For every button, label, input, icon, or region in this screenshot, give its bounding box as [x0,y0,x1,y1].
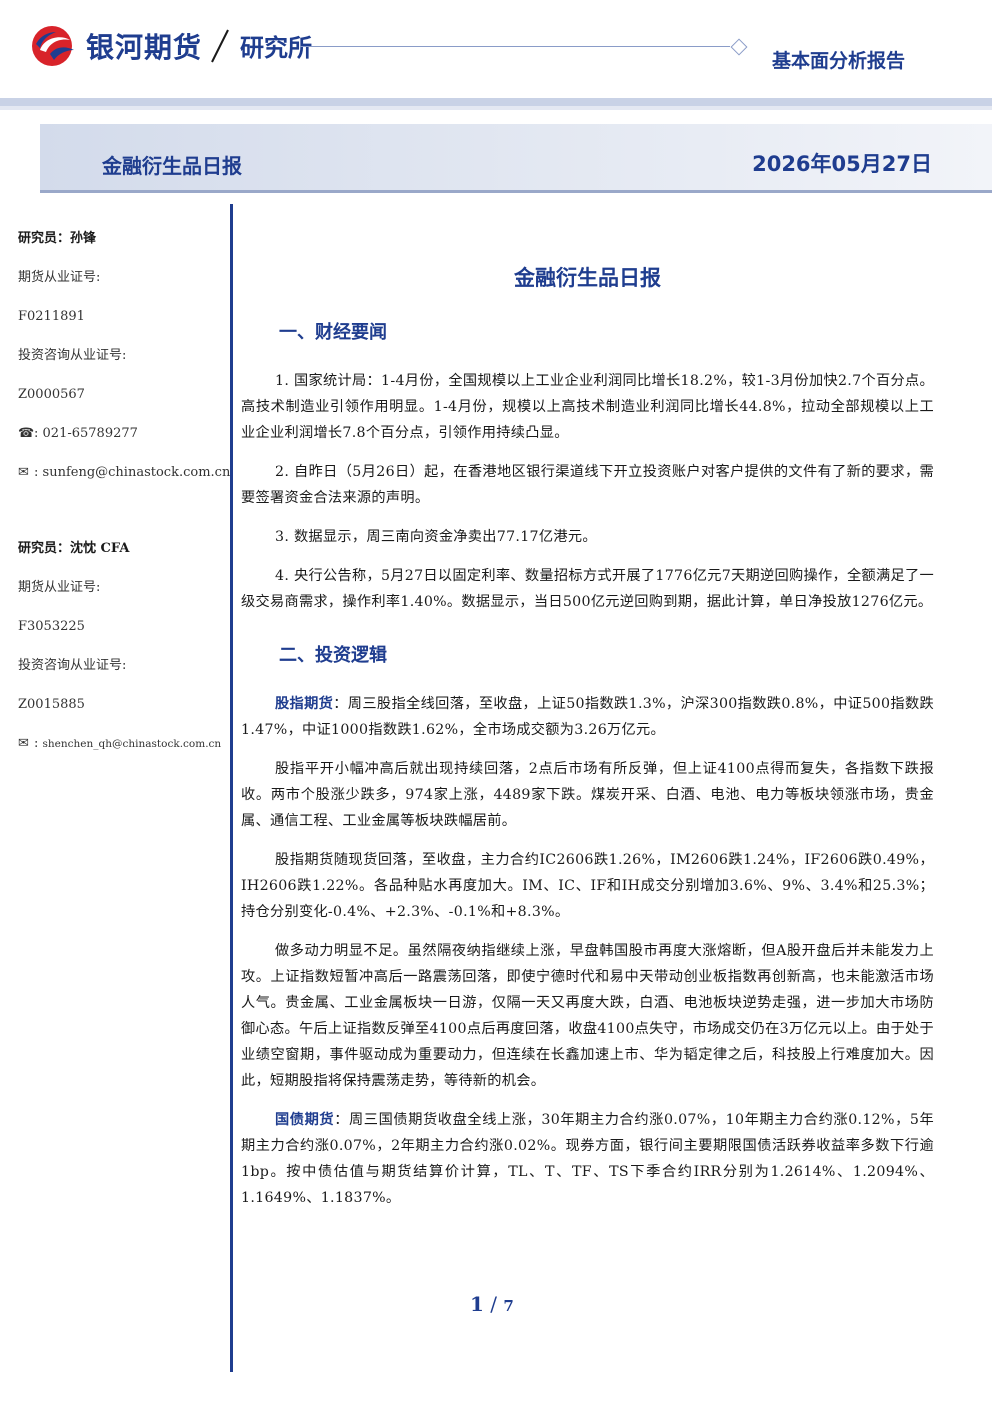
stock-futures-text: ：周三股指全线回落，至收盘，上证50指数跌1.3%，沪深300指数跌0.8%，中… [241,696,935,738]
analyst1-futures-cert-label: 期货从业证号: [18,270,101,285]
analyst-sidebar: 研究员：孙锋 期货从业证号: F0211891 投资咨询从业证号: Z00005… [18,228,230,772]
analyst1-phone: 021-65789277 [42,426,138,441]
page-separator: / [490,1292,498,1316]
analyst1-consult-cert-label: 投资咨询从业证号: [18,348,127,363]
header-band-light [0,106,992,110]
news-item: 1. 国家统计局：1-4月份，全国规模以上工业企业利润同比增长18.2%，较1-… [241,373,934,441]
analyst1-email-prefix: : [34,465,39,480]
analyst2-consult-cert-label: 投资咨询从业证号: [18,658,127,673]
main-title: 金融衍生品日报 [514,266,661,290]
company-name: 银河期货 [86,31,203,64]
phone-icon: ☎ [18,426,35,441]
analyst2-futures-cert: F3053225 [18,619,85,634]
stock-paragraph: 做多动力明显不足。虽然隔夜纳指继续上涨，早盘韩国股市再度大涨熔断，但A股开盘后并… [241,943,934,1089]
page-number: 1 / 7 [470,1292,514,1316]
email-icon: ✉ [18,465,29,480]
analyst2-consult-cert: Z0015885 [18,697,85,712]
analyst2-name: 研究员：沈忱 CFA [18,541,130,556]
analyst1-consult-cert: Z0000567 [18,387,85,402]
stock-futures-paragraph: 股指期货：周三股指全线回落，至收盘，上证50指数跌1.3%，沪深300指数跌0.… [241,691,934,743]
analyst1-name: 研究员：孙锋 [18,231,97,246]
analyst1-phone-row: ☎: 021-65789277 [18,423,230,462]
bond-futures-paragraph: 国债期货：周三国债期货收盘全线上涨，30年期主力合约涨0.07%，10年期主力合… [241,1107,934,1211]
analyst2-email-prefix: : [34,736,39,751]
bond-futures-text: ：周三国债期货收盘全线上涨，30年期主力合约涨0.07%，10年期主力合约涨0.… [241,1112,935,1206]
bond-futures-label: 国债期货 [275,1112,335,1128]
header-band [0,98,992,106]
stock-paragraph: 股指期货随现货回落，至收盘，主力合约IC2606跌1.26%，IM2606跌1.… [241,852,934,920]
analyst1-phone-prefix: : [34,426,39,441]
sidebar-divider [230,204,233,1372]
stock-futures-label: 股指期货 [275,696,334,712]
analyst2-email-row: ✉: shenchen_qh@chinastock.com.cn [18,733,230,772]
company-logo-icon [32,26,74,66]
stock-paragraph: 股指平开小幅冲高后就出现持续回落，2点后市场有所反弹，但上证4100点得而复失，… [241,761,934,829]
logo-divider-slash [211,29,229,63]
header-decor-line [300,46,730,47]
analyst1-email-row: ✉: sunfeng@chinastock.com.cn [18,462,230,501]
title-bar-underline [40,190,992,193]
analyst1-futures-cert: F0211891 [18,309,85,324]
main-content: 金融衍生品日报 一、财经要闻 1. 国家统计局：1-4月份，全国规模以上工业企业… [241,262,934,1224]
report-title: 金融衍生品日报 [102,154,242,178]
report-date: 2026年05月27日 [752,152,932,176]
title-bar [40,124,992,190]
news-item: 3. 数据显示，周三南向资金净卖出77.17亿港元。 [275,529,597,545]
analyst2-futures-cert-label: 期货从业证号: [18,580,101,595]
institute-name: 研究所 [240,34,312,62]
report-type: 基本面分析报告 [772,50,906,72]
page-current: 1 [470,1292,484,1316]
email-icon: ✉ [18,736,29,751]
header-decor-diamond [730,38,748,56]
news-item: 4. 央行公告称，5月27日以固定利率、数量招标方式开展了1776亿元7天期逆回… [241,568,934,610]
section-heading-news: 一、财经要闻 [279,322,387,343]
news-item: 2. 自昨日（5月26日）起，在香港地区银行渠道线下开立投资账户对客户提供的文件… [241,464,934,506]
analyst2-email[interactable]: shenchen_qh@chinastock.com.cn [42,738,222,750]
section-heading-logic: 二、投资逻辑 [279,645,387,666]
page-total: 7 [503,1297,514,1315]
analyst1-email[interactable]: sunfeng@chinastock.com.cn [42,465,231,480]
